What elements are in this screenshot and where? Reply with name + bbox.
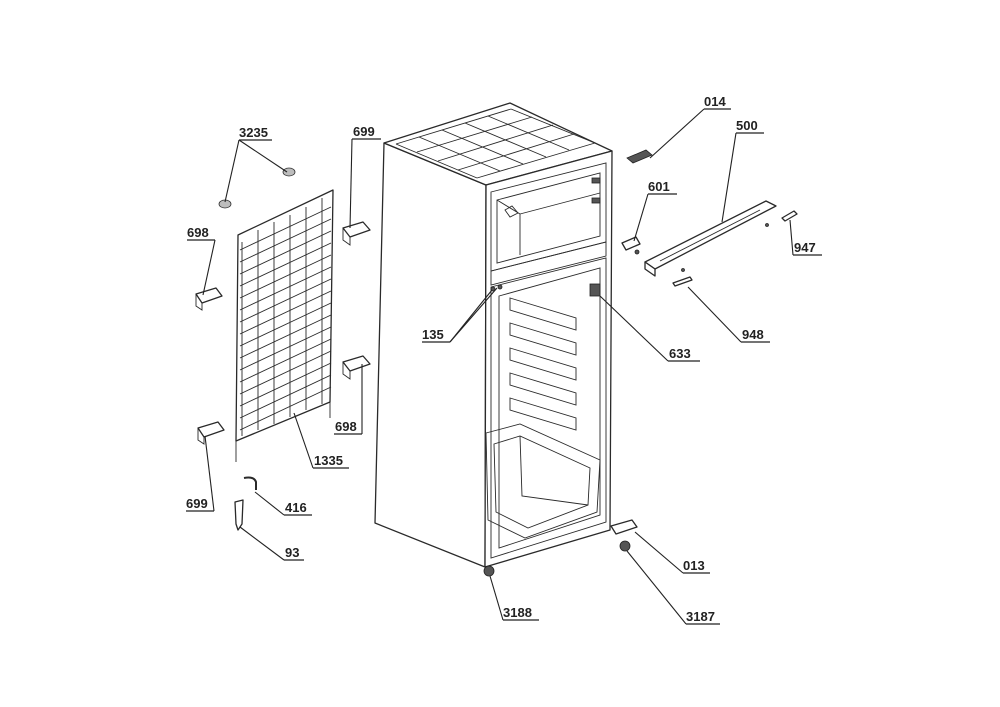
shelf-rails xyxy=(509,297,577,431)
fridge-compartment xyxy=(490,257,607,559)
part-698-bracket-left xyxy=(195,287,223,311)
label-699-top: 699 xyxy=(353,124,375,139)
cabinet-left-side xyxy=(374,142,487,568)
label-699-bottom: 699 xyxy=(186,496,208,511)
part-500-door-rail xyxy=(644,200,777,277)
label-698-right: 698 xyxy=(335,419,357,434)
part-699-bracket-bottom xyxy=(197,421,225,445)
label-416: 416 xyxy=(285,500,307,515)
label-698-left: 698 xyxy=(187,225,209,240)
part-601-hinge xyxy=(621,236,641,255)
label-601: 601 xyxy=(648,179,670,194)
cabinet xyxy=(374,102,613,568)
leader-lines xyxy=(186,108,822,625)
cabinet-top-grid xyxy=(395,108,596,179)
part-3187-foot xyxy=(619,540,631,552)
label-135: 135 xyxy=(422,327,444,342)
condenser-coil xyxy=(235,189,334,462)
part-3235-plugs xyxy=(218,167,296,209)
part-698-bracket-right xyxy=(342,355,371,380)
part-014-hinge xyxy=(626,149,653,164)
label-1335: 1335 xyxy=(314,453,343,468)
label-014: 014 xyxy=(704,94,726,109)
part-948-cap xyxy=(672,268,693,287)
part-699-bracket-top xyxy=(342,221,371,246)
label-3187: 3187 xyxy=(686,609,715,624)
label-3188: 3188 xyxy=(503,605,532,620)
cabinet-divider xyxy=(490,241,607,286)
crisper-box xyxy=(485,423,601,539)
label-948: 948 xyxy=(742,327,764,342)
part-947-cap xyxy=(765,210,798,227)
label-013: 013 xyxy=(683,558,705,573)
part-416-tube xyxy=(243,476,257,490)
part-93-drier xyxy=(234,499,244,531)
label-3235: 3235 xyxy=(239,125,268,140)
label-500: 500 xyxy=(736,118,758,133)
label-633: 633 xyxy=(669,346,691,361)
label-947: 947 xyxy=(794,240,816,255)
part-labels: 014 500 601 947 948 633 3235 699 698 135… xyxy=(186,94,816,624)
part-3188-foot xyxy=(483,565,495,577)
label-93: 93 xyxy=(285,545,299,560)
part-013-hinge xyxy=(610,519,638,535)
